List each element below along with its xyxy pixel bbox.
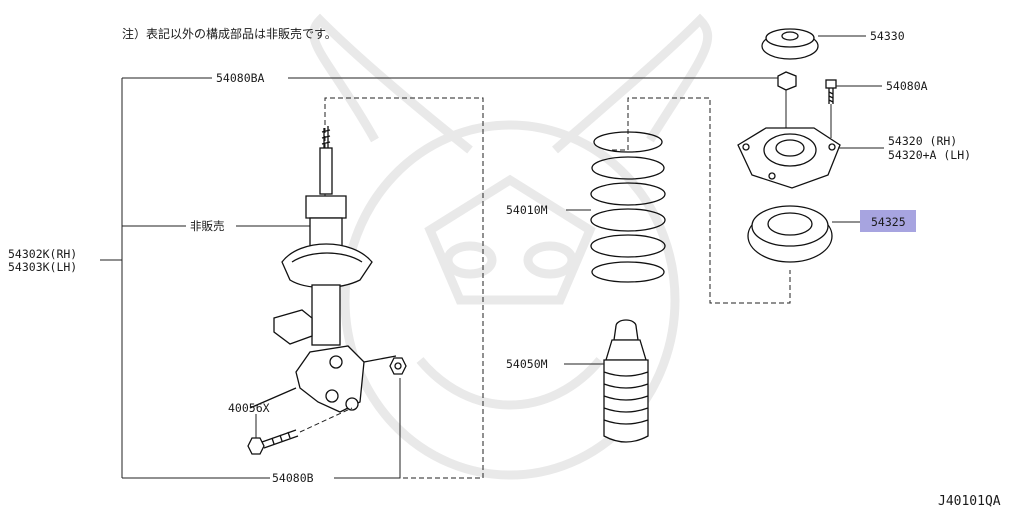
label-40056X: 40056X [228,401,270,415]
strut-assembly [249,126,397,413]
nut-54080B [389,357,407,375]
label-54303K-lh: 54303K(LH) [8,260,77,274]
bolt-40056X [247,407,353,455]
label-54320-rh: 54320 (RH) [888,134,957,148]
label-54320-lh: 54320+A (LH) [888,148,971,162]
diagram-id: J40101QA [938,494,1001,509]
coil-spring-54010M [566,131,666,283]
label-54080A: 54080A [886,79,928,93]
label-54080B: 54080B [272,471,314,485]
label-54330: 54330 [870,29,905,43]
strut-cap-54330 [761,28,866,60]
label-54050M: 54050M [506,357,548,371]
label-54080BA: 54080BA [216,71,265,85]
label-54325[interactable]: 54325 [871,215,906,229]
dashed-group-lines [324,97,791,479]
bolt-54080A [825,79,882,138]
nut-54080BA [777,71,797,128]
bearing-54325 [747,205,860,263]
strut-mount-54320 [737,127,884,189]
watermark-logo [309,13,713,480]
label-hihanbai: 非販売 [190,219,225,233]
label-54302K-rh: 54302K(RH) [8,247,77,261]
label-54010M: 54010M [506,203,548,217]
boot-54050M [564,319,649,443]
highlight-box-54325 [860,210,916,232]
note-text: 注）表記以外の構成部品は非販売です。 [122,26,337,41]
